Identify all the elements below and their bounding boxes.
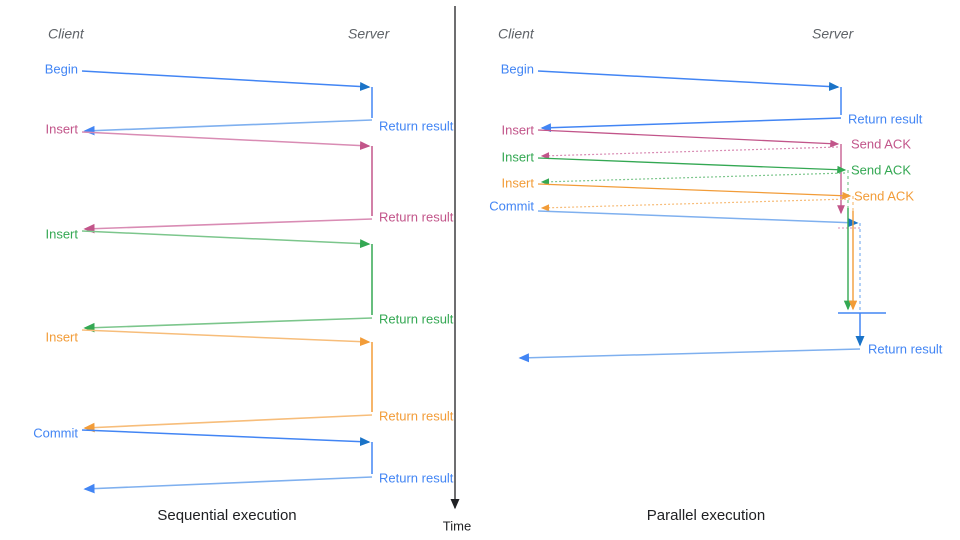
right-actor-client-label: Client [498,26,535,42]
right-label-sendack-3: Send ACK [854,188,914,203]
left-label-return-3: Return result [379,311,454,326]
right-arrow-sendack-2 [540,172,846,186]
left-arrow-insert-1 [81,131,371,151]
right-label-sendack-1: Send ACK [851,136,911,151]
right-label-begin: Begin [501,61,534,76]
right-arrow-insert-1 [537,129,840,148]
left-label-commit: Commit [33,425,78,440]
left-arrow-return-1 [83,119,373,136]
right-label-insert-2: Insert [501,149,534,164]
left-label-return-4: Return result [379,408,454,423]
left-arrow-return-5 [83,476,373,494]
right-arrow-sendack-1 [540,146,839,160]
left-actor-client-label: Client [48,26,85,42]
left-label-return-2: Return result [379,209,454,224]
right-label-insert-1: Insert [501,122,534,137]
right-actor-server-label: Server [812,26,855,42]
left-arrow-return-4 [83,414,373,433]
right-panel-caption: Parallel execution [647,507,765,524]
right-arrow-begin [537,70,840,92]
right-arrow-return-1 [540,117,842,133]
left-arrow-return-3 [83,317,373,333]
right-label-return-1: Return result [848,111,923,126]
left-arrow-begin [81,70,371,91]
left-label-return-1: Return result [379,118,454,133]
left-arrow-insert-2 [81,230,371,249]
right-arrow-insert-3 [537,183,852,200]
left-label-insert-3: Insert [45,329,78,344]
left-label-insert-1: Insert [45,121,78,136]
left-label-insert-2: Insert [45,226,78,241]
panel-sequential-execution: Client Server Begin Return result Insert… [33,26,454,524]
right-arrow-return-2 [518,348,861,363]
time-axis-label: Time [443,518,471,533]
left-label-begin: Begin [45,61,78,76]
right-label-commit: Commit [489,198,534,213]
right-label-insert-3: Insert [501,175,534,190]
left-arrow-return-2 [83,218,373,234]
right-label-sendack-2: Send ACK [851,162,911,177]
right-arrow-sendack-3 [540,198,851,212]
left-arrow-commit [81,429,371,447]
left-panel-caption: Sequential execution [157,507,296,524]
panel-parallel-execution: Client Server Begin Return result Insert… [489,26,943,524]
left-arrow-insert-3 [81,329,371,347]
time-axis: Time [443,6,471,533]
left-actor-server-label: Server [348,26,391,42]
right-label-return-2: Return result [868,341,943,356]
right-arrow-commit [537,210,859,228]
left-label-return-5: Return result [379,470,454,485]
right-arrow-insert-2 [537,157,847,174]
